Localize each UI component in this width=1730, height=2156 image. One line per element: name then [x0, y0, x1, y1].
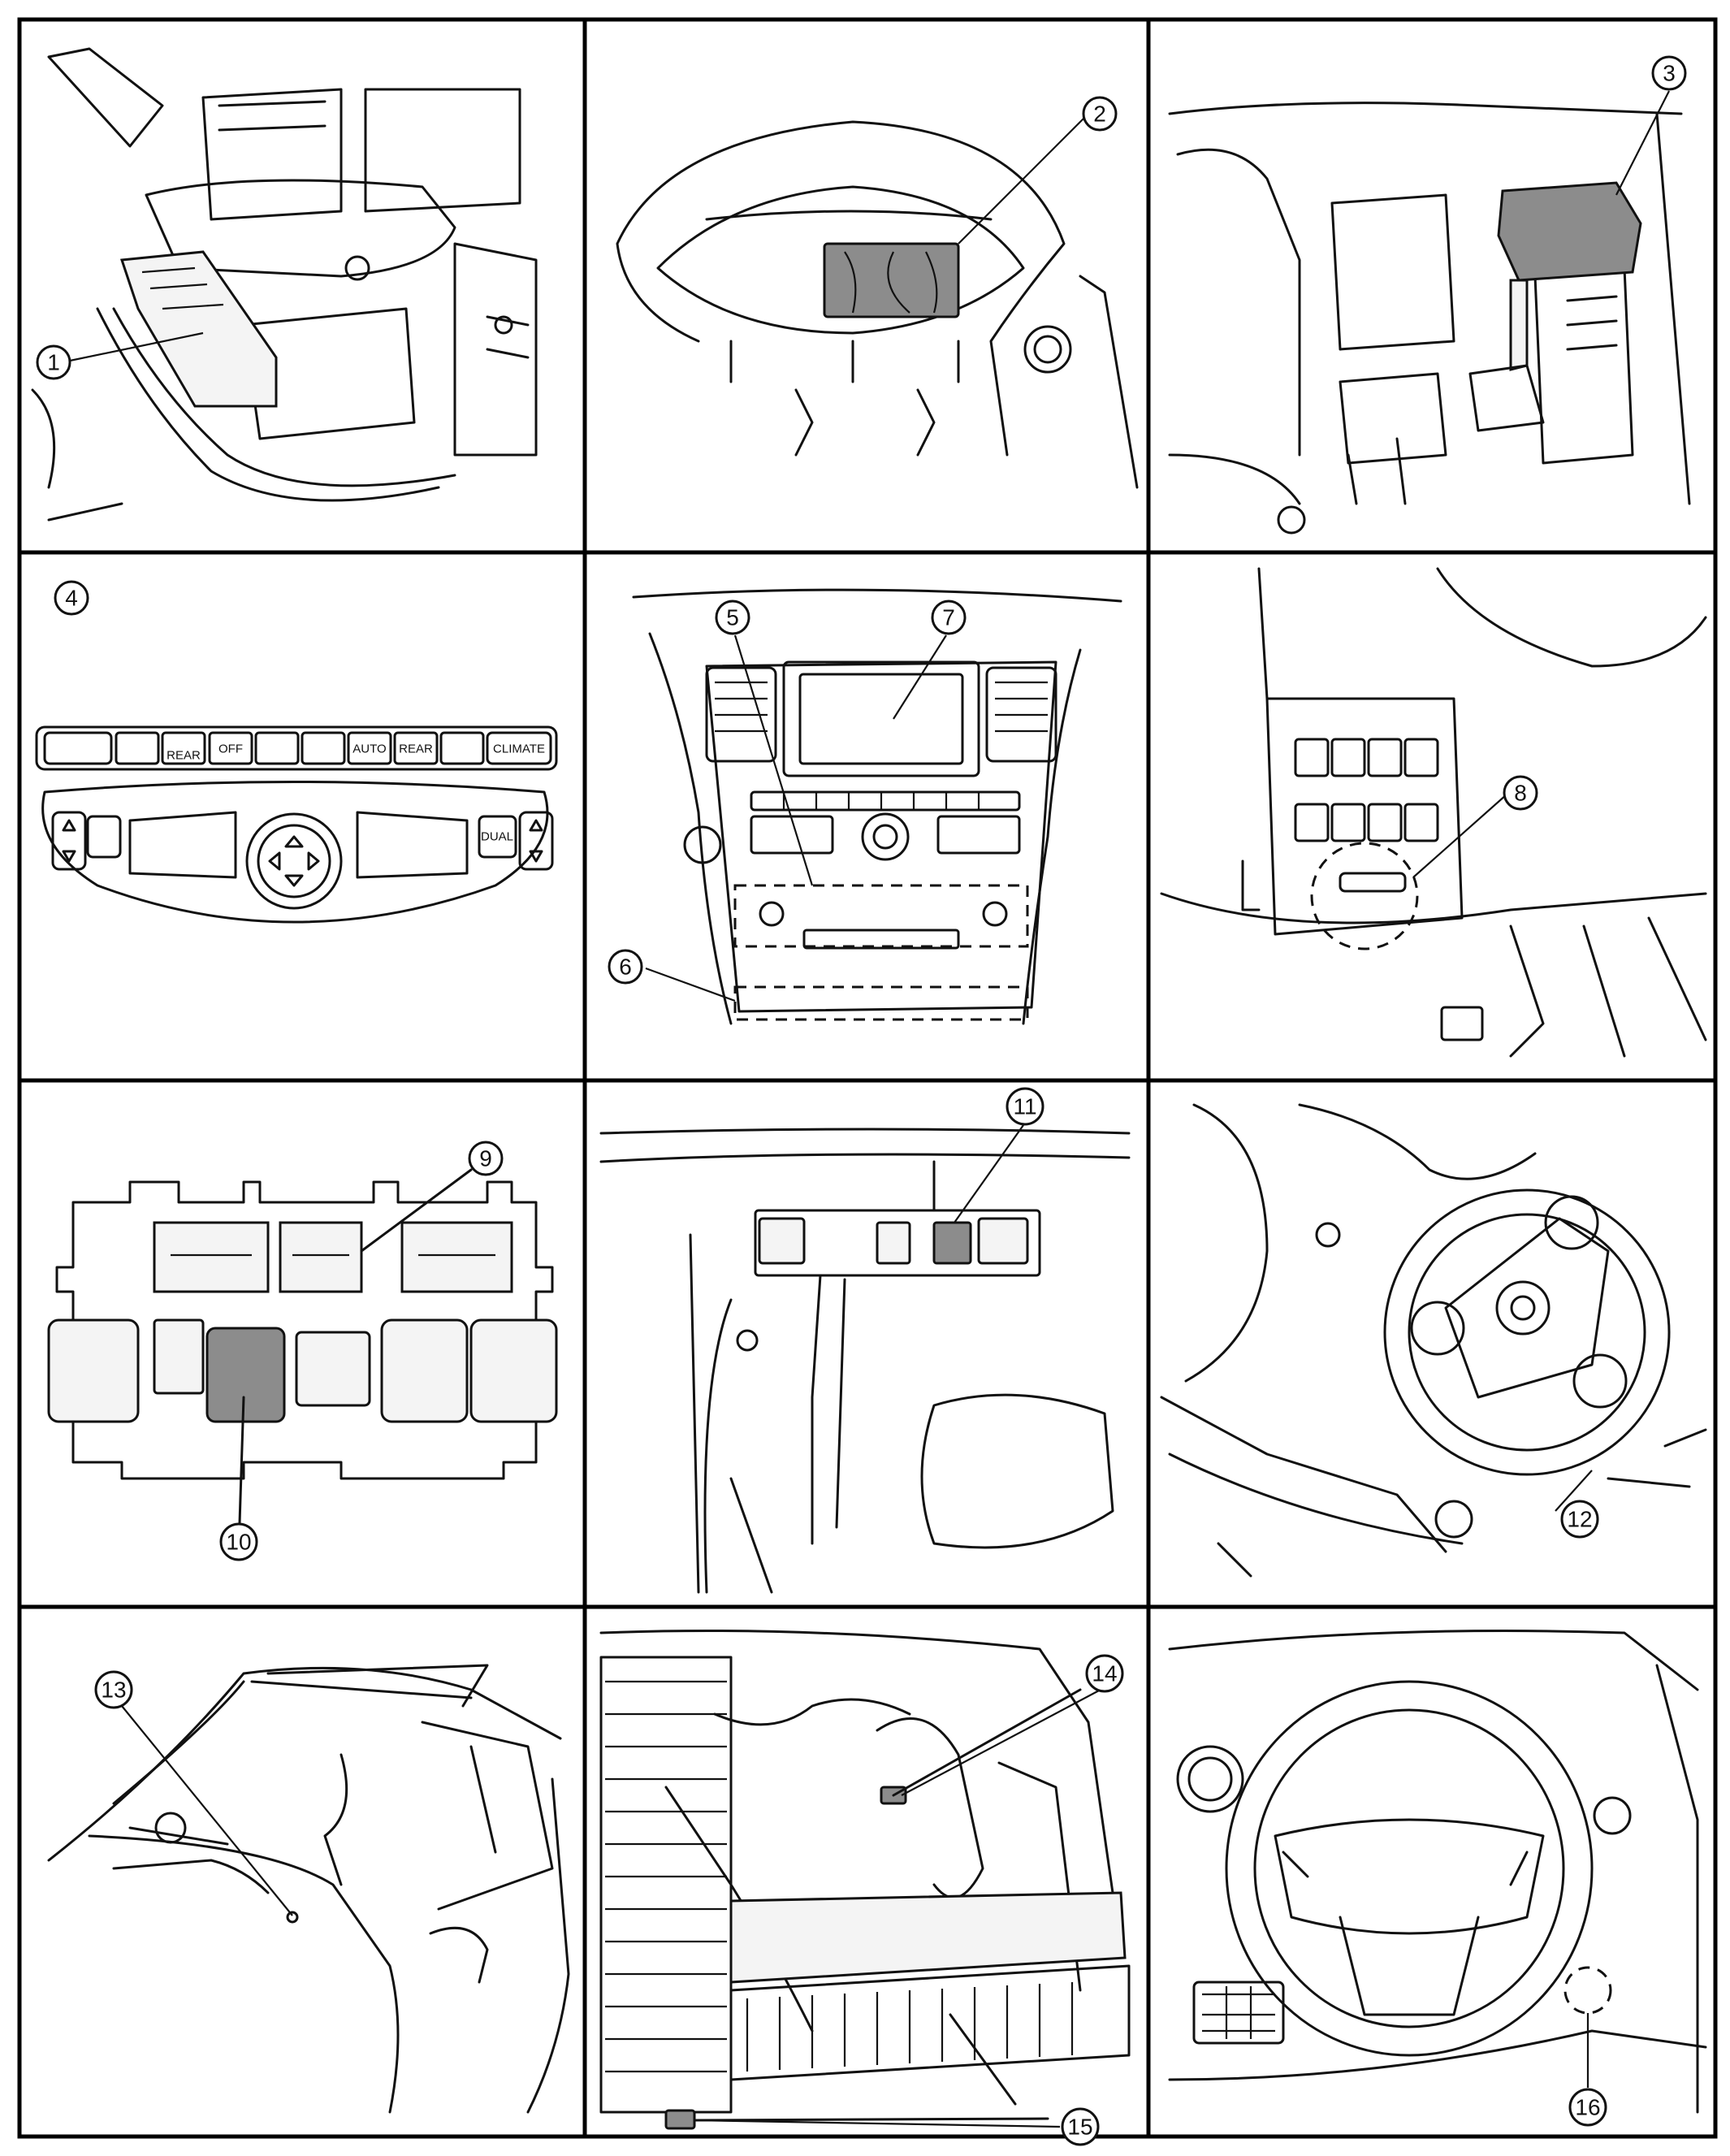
callout-13-label: 13	[101, 1678, 126, 1703]
callout-2-label: 2	[1093, 102, 1106, 127]
callout-16: 16	[1568, 2088, 1607, 2127]
dual-label: DUAL	[481, 830, 513, 844]
callout-10: 10	[219, 1522, 258, 1561]
panel-8-dash-relay	[599, 1128, 1131, 1594]
panel-10-vehicle-exterior	[47, 1664, 570, 2114]
callout-15: 15	[1061, 2107, 1100, 2146]
callout-2: 2	[1082, 96, 1118, 132]
panel-6-lower-instrument-panel	[1160, 567, 1707, 1058]
panel-2-cluster-opening	[616, 120, 1139, 489]
callout-9: 9	[468, 1141, 504, 1176]
callout-3-label: 3	[1663, 61, 1676, 86]
callout-4: 4	[54, 580, 89, 616]
panel-11-front-radiator	[599, 1630, 1131, 2130]
callout-12: 12	[1560, 1500, 1599, 1539]
callout-1-label: 1	[47, 350, 60, 375]
panel-12-driver-area	[1168, 1630, 1707, 2114]
off-label: OFF	[218, 742, 243, 756]
callout-7: 7	[931, 600, 967, 635]
callout-11: 11	[1006, 1087, 1044, 1126]
auto-label: AUTO	[352, 742, 386, 756]
callout-1: 1	[36, 344, 71, 380]
callout-12-label: 12	[1567, 1507, 1592, 1532]
callout-6: 6	[608, 949, 643, 985]
panel-1-engine-room-unit	[31, 47, 538, 522]
callout-leaders	[69, 90, 1670, 2128]
rear-defrost-label: REAR	[167, 749, 201, 763]
rear-label: REAR	[399, 742, 433, 756]
callout-13: 13	[94, 1670, 133, 1709]
callout-8-label: 8	[1514, 781, 1527, 806]
callout-14-label: 14	[1092, 1661, 1117, 1686]
panel-3-engine-room-box	[1168, 102, 1691, 535]
callout-16-label: 16	[1575, 2095, 1600, 2120]
panel-5-center-console	[632, 588, 1122, 1025]
panel-7-relay-block	[47, 1168, 558, 1525]
climate-label: CLIMATE	[493, 742, 545, 756]
callout-9-label: 9	[479, 1146, 492, 1171]
callout-5: 5	[715, 600, 750, 635]
callout-6-label: 6	[619, 955, 632, 980]
callout-7-label: 7	[942, 605, 955, 630]
panel-9-compressor	[1160, 1103, 1707, 1578]
callout-5-label: 5	[726, 605, 739, 630]
callout-10-label: 10	[226, 1530, 251, 1555]
callout-4-label: 4	[65, 586, 78, 611]
callout-15-label: 15	[1067, 2115, 1092, 2140]
callout-14: 14	[1085, 1654, 1124, 1693]
panel-4-climate-control: REAR OFF AUTO REAR CLIMATE DUAL	[35, 725, 558, 924]
panel-grid	[17, 17, 1718, 2139]
callout-11-label: 11	[1013, 1094, 1036, 1119]
callout-3: 3	[1651, 55, 1687, 91]
callout-8: 8	[1503, 775, 1538, 811]
